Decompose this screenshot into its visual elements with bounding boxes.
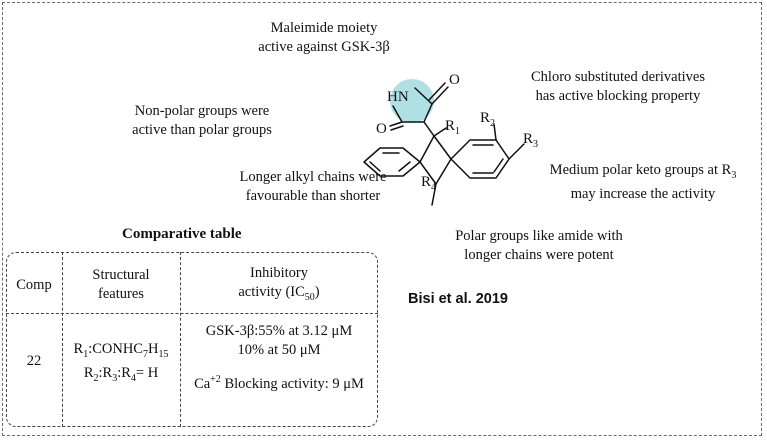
table-divider-2 bbox=[180, 252, 181, 427]
r3-label: R3 bbox=[523, 131, 538, 150]
outer-dashed-frame bbox=[2, 2, 762, 436]
maleimide-highlight bbox=[390, 79, 434, 123]
r2-label: R2 bbox=[480, 110, 495, 129]
left-ring bbox=[363, 147, 421, 177]
hn-label: HN bbox=[387, 89, 409, 105]
carbonyl-upper bbox=[431, 86, 449, 105]
table-header-divider bbox=[6, 313, 378, 314]
r4-label: R4 bbox=[421, 174, 436, 193]
bridge-c1 bbox=[419, 135, 435, 163]
cell-structural: R1:CONHC7H15 R2:R3:R4= H bbox=[73, 341, 169, 384]
bond-r2 bbox=[493, 123, 497, 141]
carbonyl-upper-double bbox=[428, 82, 446, 101]
header-comp: Comp bbox=[16, 277, 52, 293]
citation: Bisi et al. 2019 bbox=[408, 291, 508, 307]
bridge-r4 bbox=[431, 183, 437, 206]
left-ring-inner bbox=[369, 152, 411, 172]
header-inhibitory: Inhibitory activity (IC50) bbox=[238, 265, 320, 303]
carbonyl-lower bbox=[389, 121, 403, 127]
bridge-c2 bbox=[433, 135, 452, 160]
cell-ca-blocking: Ca+2 Blocking activity: 9 μM bbox=[194, 374, 364, 392]
note-keto: Medium polar keto groups at R3 may incre… bbox=[549, 162, 737, 202]
table-divider-1 bbox=[62, 252, 63, 427]
oxygen-lower-label: O bbox=[376, 121, 387, 137]
comparative-table bbox=[6, 252, 378, 427]
r1-label: R1 bbox=[445, 118, 460, 137]
carbonyl-lower-double bbox=[390, 125, 404, 131]
bridge-top bbox=[423, 121, 435, 137]
right-ring-inner bbox=[472, 144, 504, 174]
bridge-r1 bbox=[433, 127, 447, 137]
cell-comp: 22 bbox=[26, 353, 42, 369]
bond-r3 bbox=[508, 143, 525, 160]
oxygen-upper-label: O bbox=[449, 72, 460, 88]
table-title: Comparative table bbox=[122, 226, 242, 242]
